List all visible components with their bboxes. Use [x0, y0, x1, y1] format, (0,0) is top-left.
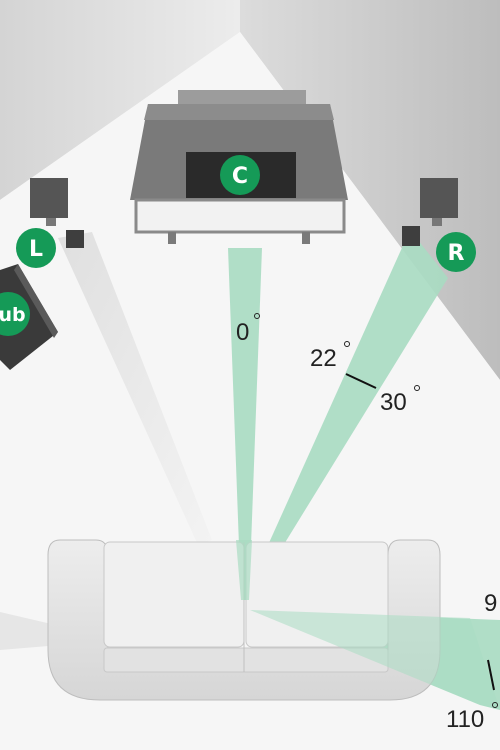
degree-symbol — [254, 313, 260, 319]
left-speaker — [30, 178, 84, 248]
beam-center-sofa — [236, 540, 252, 600]
left-badge-label: L — [29, 237, 43, 262]
center-badge-label: C — [232, 164, 248, 189]
degree-symbol — [344, 341, 350, 347]
degree-symbol — [492, 702, 498, 708]
angle-label-surround-max: 110 — [446, 702, 498, 733]
center-speaker-unit — [130, 90, 348, 244]
front-angle-arc — [345, 373, 377, 389]
angle-label-front-max: 30 — [380, 385, 420, 416]
right-badge-label: R — [448, 241, 465, 266]
beam-center — [228, 248, 262, 600]
surround-angle-arc — [487, 659, 495, 691]
subwoofer-badge-label: ub — [0, 304, 26, 326]
angle-center-value: 0 — [236, 319, 249, 346]
angle-surround-max-value: 110 — [446, 706, 484, 733]
right-speaker — [402, 178, 458, 246]
beam-left — [58, 232, 212, 545]
angle-front-max-value: 30 — [380, 389, 407, 416]
angle-label-center: 0 — [236, 313, 260, 346]
angle-front-min-value: 22 — [310, 345, 337, 372]
beam-surround-sofa — [250, 610, 500, 710]
angle-label-surround-min: 9 — [484, 590, 497, 617]
left-badge: L — [16, 228, 56, 268]
right-badge: R — [436, 232, 476, 272]
sofa — [47, 539, 441, 701]
angle-surround-min-value: 9 — [484, 590, 497, 617]
beam-right — [250, 230, 448, 585]
degree-symbol — [414, 385, 420, 391]
angle-label-front-min: 22 — [310, 341, 350, 372]
wall-left — [0, 0, 240, 200]
center-badge: C — [220, 155, 260, 195]
subwoofer-badge: ub — [0, 292, 30, 336]
